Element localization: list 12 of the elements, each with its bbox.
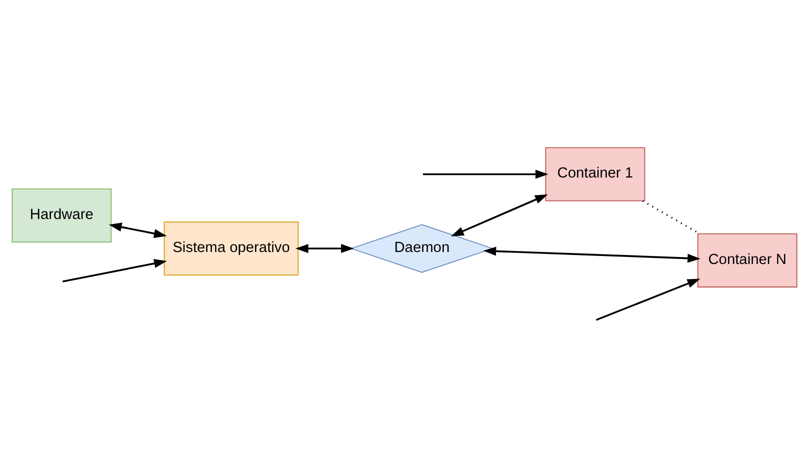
node-box: Hardware xyxy=(12,188,112,242)
node-box: Container 1 xyxy=(545,146,646,201)
arrow xyxy=(295,244,354,252)
arrow xyxy=(422,169,548,178)
arrow xyxy=(483,246,700,262)
node-diamond: Daemon xyxy=(350,224,494,272)
node-box: Sistema operativo xyxy=(164,220,299,276)
arrow xyxy=(450,194,548,236)
arrow xyxy=(596,278,700,320)
arrow xyxy=(108,222,167,238)
arrow xyxy=(62,258,167,282)
node-box: Container N xyxy=(697,232,798,287)
